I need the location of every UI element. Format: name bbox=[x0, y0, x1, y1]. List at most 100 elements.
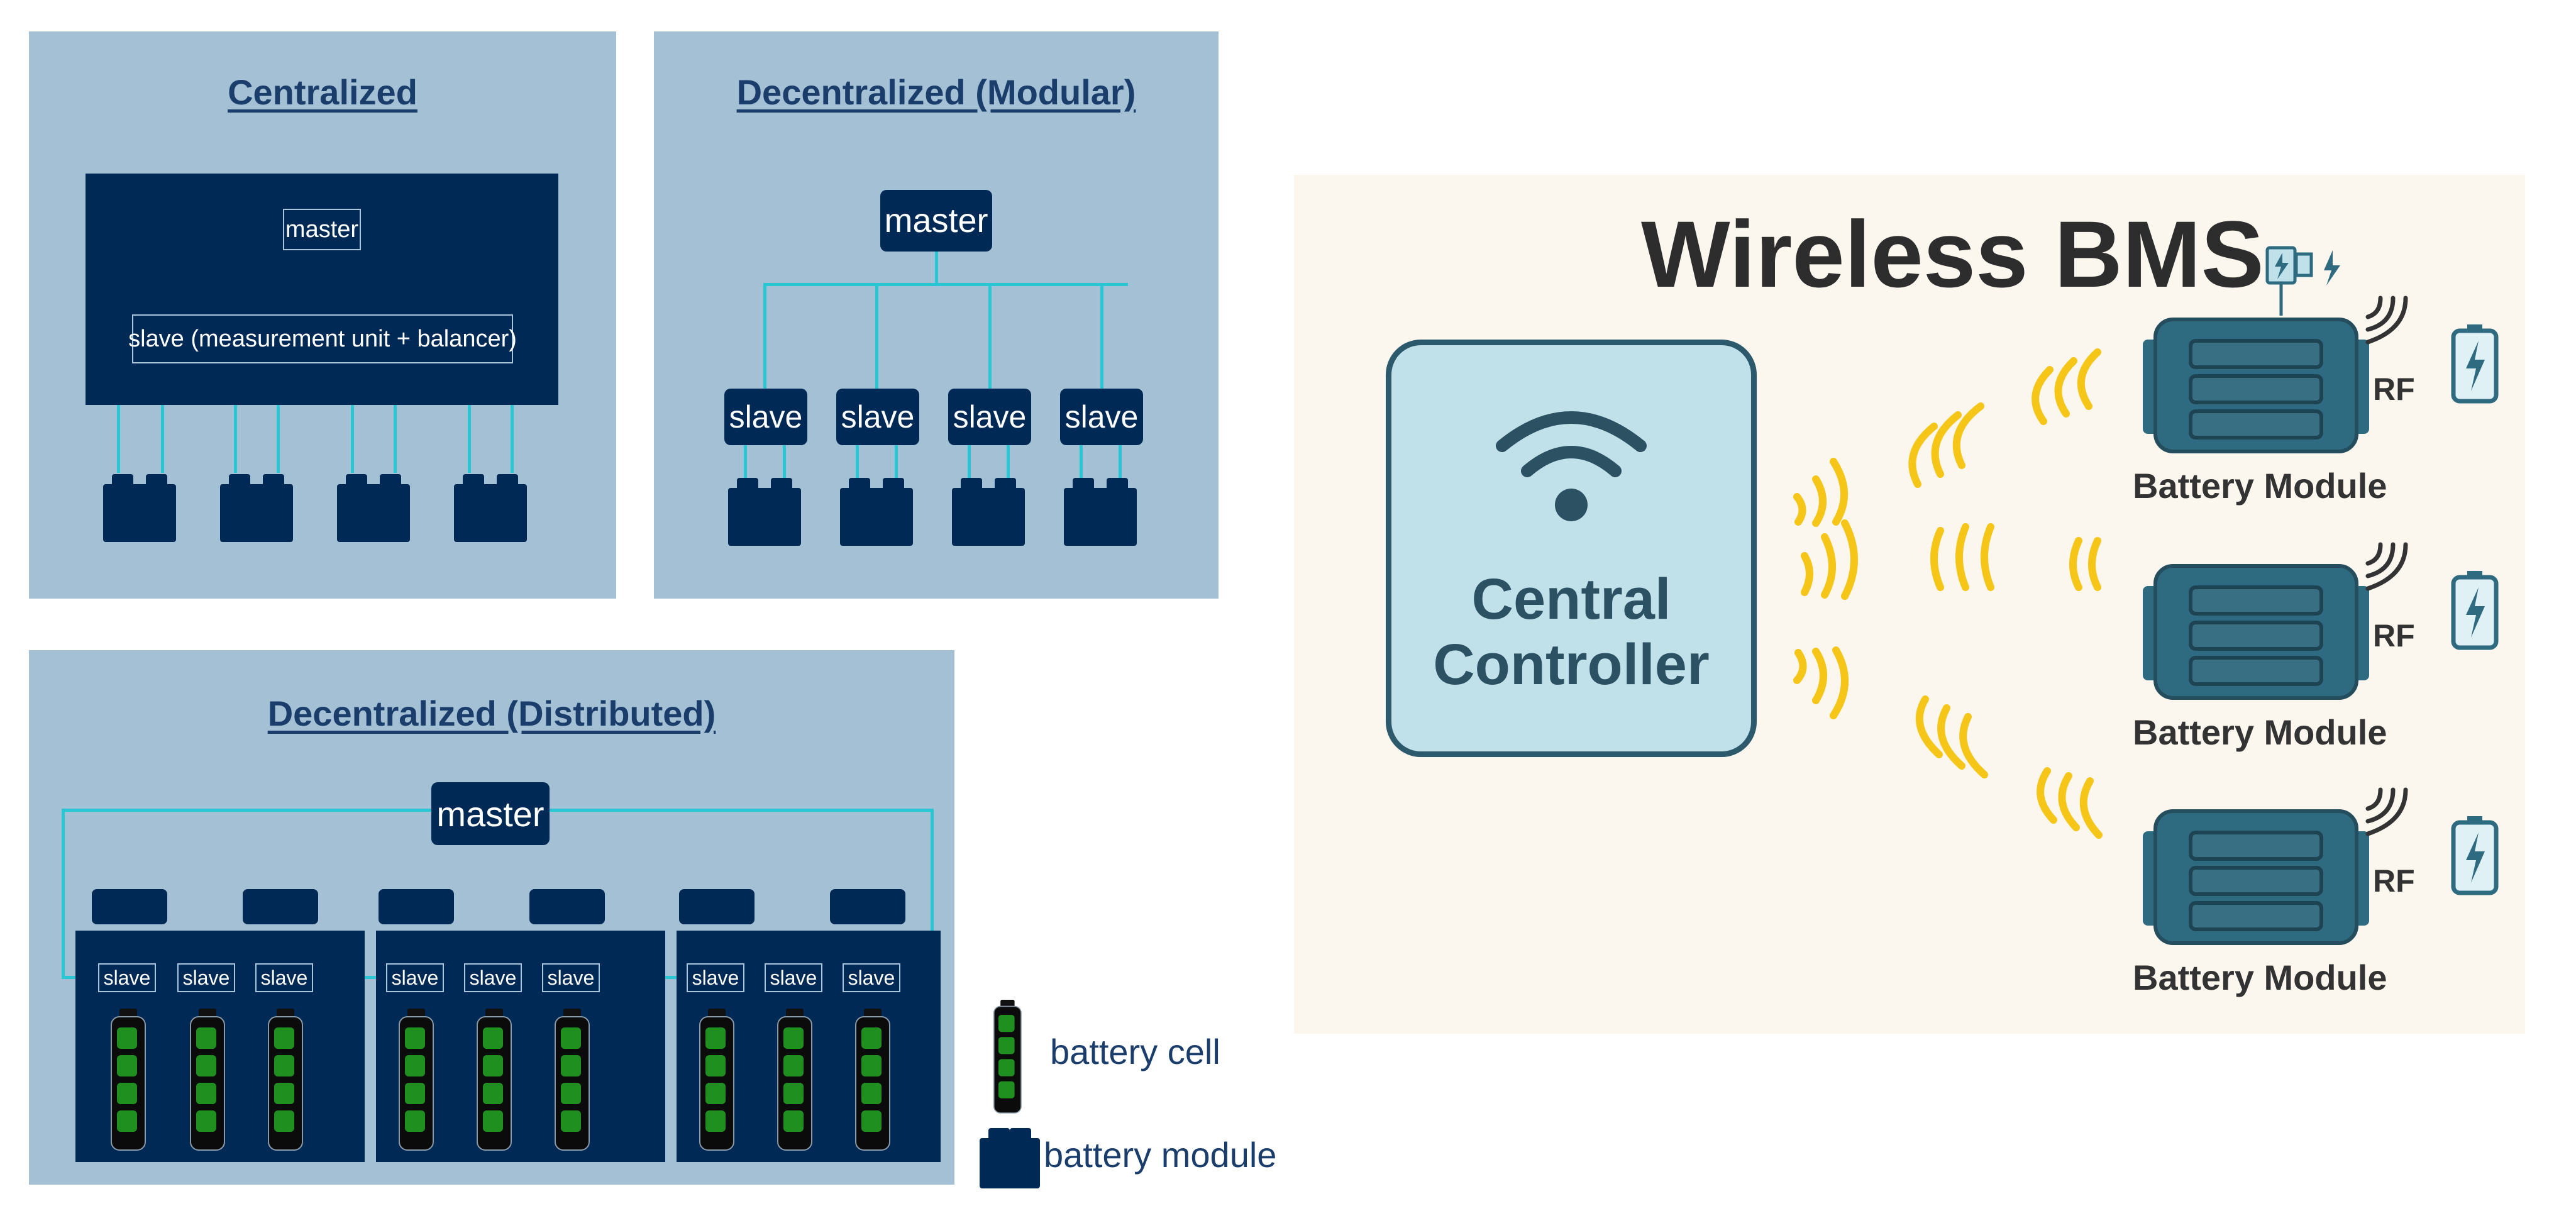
modular-slave: slave bbox=[948, 389, 1031, 445]
battery-module-icon bbox=[2143, 318, 2369, 453]
wireless-bms-title: Wireless BMS bbox=[1641, 201, 2264, 307]
battery-module bbox=[840, 478, 913, 546]
rf-signal-waves bbox=[1793, 348, 2103, 839]
controller-label-line1: Central bbox=[1471, 567, 1671, 631]
battery-cell bbox=[855, 1009, 890, 1151]
battery-cell bbox=[111, 1009, 146, 1151]
modular-master: master bbox=[880, 190, 992, 252]
modular-title: Decentralized (Modular) bbox=[736, 72, 1136, 112]
signal-icon bbox=[2362, 292, 2418, 351]
rf-label: RF bbox=[2373, 863, 2415, 899]
battery-charge-icon bbox=[2450, 323, 2500, 408]
wireless-battery-module bbox=[2137, 314, 2375, 462]
centralized-title: Centralized bbox=[228, 72, 417, 112]
battery-module-label: Battery Module bbox=[2133, 712, 2387, 752]
modular-wire bbox=[856, 445, 859, 483]
centralized-panel: Centralized master slave (measurement un… bbox=[29, 31, 616, 599]
wireless-node-icon bbox=[2264, 241, 2358, 320]
battery-module-label: Battery Module bbox=[2133, 466, 2387, 506]
battery-cell bbox=[477, 1009, 512, 1151]
controller-label-line2: Controller bbox=[1433, 633, 1710, 697]
battery-module bbox=[337, 474, 410, 542]
battery-cell bbox=[190, 1009, 225, 1151]
battery-module bbox=[1064, 478, 1137, 546]
modular-wire bbox=[1080, 445, 1083, 483]
modular-wire bbox=[744, 445, 747, 483]
battery-cell bbox=[777, 1009, 812, 1151]
modular-slave: slave bbox=[836, 389, 919, 445]
battery-module-icon bbox=[2143, 564, 2369, 700]
module-terminal bbox=[92, 889, 167, 924]
modular-wire bbox=[783, 445, 786, 483]
centralized-slave-label: slave (measurement unit + balancer) bbox=[128, 314, 517, 363]
rf-label: RF bbox=[2373, 618, 2415, 653]
module-terminal bbox=[243, 889, 318, 924]
legend-battery-cell-label: battery cell bbox=[1050, 1032, 1220, 1071]
battery-module-icon bbox=[2143, 809, 2369, 945]
distributed-slave: slave bbox=[464, 963, 522, 992]
distributed-slave: slave bbox=[843, 963, 900, 992]
distributed-master: master bbox=[431, 782, 550, 845]
modular-wire bbox=[895, 445, 898, 483]
legend-battery-module-label: battery module bbox=[1044, 1135, 1277, 1175]
distributed-slave: slave bbox=[765, 963, 822, 992]
modular-wire bbox=[763, 283, 766, 420]
battery-module bbox=[103, 474, 176, 542]
battery-cell bbox=[268, 1009, 303, 1151]
central-controller: Central Controller bbox=[1386, 340, 1757, 757]
centralized-wire bbox=[277, 405, 280, 473]
centralized-wire bbox=[161, 405, 164, 473]
module-terminal bbox=[679, 889, 755, 924]
battery-module bbox=[454, 474, 527, 542]
modular-wire bbox=[1007, 445, 1010, 483]
modular-wire bbox=[1119, 445, 1122, 483]
distributed-bus bbox=[62, 809, 65, 978]
distributed-slave: slave bbox=[255, 963, 313, 992]
centralized-master-label: master bbox=[283, 209, 361, 250]
distributed-slave: slave bbox=[177, 963, 235, 992]
battery-cell bbox=[699, 1009, 734, 1151]
module-terminal bbox=[379, 889, 454, 924]
modular-slave: slave bbox=[1060, 389, 1143, 445]
centralized-wire bbox=[394, 405, 397, 473]
module-terminal bbox=[529, 889, 605, 924]
distributed-title: Decentralized (Distributed) bbox=[267, 694, 716, 733]
distributed-slave: slave bbox=[542, 963, 600, 992]
battery-module-label: Battery Module bbox=[2133, 958, 2387, 997]
centralized-wire bbox=[351, 405, 354, 473]
module-terminal bbox=[830, 889, 905, 924]
modular-wire bbox=[763, 283, 1128, 286]
modular-wire bbox=[875, 283, 878, 420]
wireless-battery-module bbox=[2137, 806, 2375, 954]
centralized-wire bbox=[468, 405, 471, 473]
distributed-slave: slave bbox=[386, 963, 444, 992]
signal-icon bbox=[2362, 538, 2418, 598]
distributed-bus bbox=[931, 809, 934, 978]
modular-slave: slave bbox=[724, 389, 807, 445]
wifi-icon bbox=[1496, 411, 1647, 521]
modular-wire bbox=[988, 283, 992, 420]
centralized-wire bbox=[234, 405, 237, 473]
legend-battery-cell-icon bbox=[993, 1000, 1022, 1114]
modular-wire bbox=[968, 445, 971, 483]
distributed-panel: Decentralized (Distributed) master slave… bbox=[29, 650, 954, 1185]
centralized-wire bbox=[117, 405, 120, 473]
distributed-slave: slave bbox=[98, 963, 156, 992]
rf-label: RF bbox=[2373, 372, 2415, 407]
wireless-battery-module bbox=[2137, 561, 2375, 709]
legend-battery-module-icon bbox=[980, 1128, 1040, 1188]
battery-module bbox=[220, 474, 293, 542]
battery-charge-icon bbox=[2450, 815, 2500, 900]
battery-cell bbox=[555, 1009, 590, 1151]
centralized-wire bbox=[511, 405, 514, 473]
centralized-bms-box bbox=[86, 174, 558, 405]
modular-wire bbox=[1100, 283, 1103, 420]
battery-module bbox=[728, 478, 801, 546]
signal-icon bbox=[2362, 783, 2418, 843]
battery-cell bbox=[399, 1009, 434, 1151]
modular-panel: Decentralized (Modular) master slave sla… bbox=[654, 31, 1219, 599]
battery-charge-icon bbox=[2450, 570, 2500, 655]
modular-wire bbox=[935, 252, 938, 285]
distributed-slave: slave bbox=[687, 963, 744, 992]
battery-module bbox=[952, 478, 1025, 546]
